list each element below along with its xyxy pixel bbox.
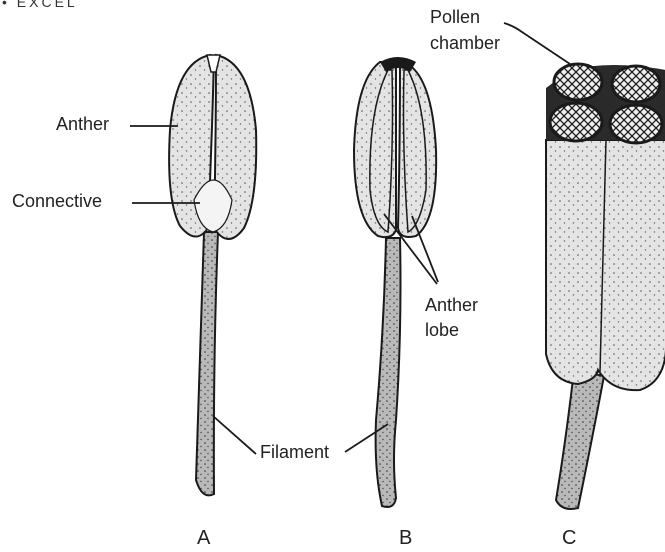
pollen-sac-2 — [612, 66, 660, 102]
filament-c — [556, 370, 604, 509]
filament-a — [196, 232, 218, 495]
pollen-sac-1 — [554, 64, 602, 100]
stamen-c — [546, 64, 665, 509]
pollen-sac-4 — [610, 105, 662, 143]
label-anther-lobe-line1: Anther — [425, 295, 478, 316]
label-anther-lobe-line2: lobe — [425, 320, 459, 341]
label-pollen-chamber-line1: Pollen — [430, 7, 480, 28]
caption-a: A — [197, 527, 210, 550]
caption-c: C — [562, 527, 576, 550]
filament-b — [376, 238, 401, 507]
anther-b-top — [380, 57, 416, 72]
pollen-sac-3 — [550, 103, 602, 141]
label-pollen-chamber-line2: chamber — [430, 33, 500, 54]
label-filament: Filament — [260, 442, 329, 463]
leader-pollen-chamber — [504, 23, 570, 64]
caption-b: B — [399, 527, 412, 550]
leader-filament-a — [213, 416, 256, 454]
label-connective: Connective — [12, 191, 102, 212]
stamen-b — [354, 57, 436, 507]
label-anther: Anther — [56, 114, 109, 135]
stamen-a — [169, 55, 256, 495]
publisher-brand: • EXCEL — [2, 0, 78, 10]
